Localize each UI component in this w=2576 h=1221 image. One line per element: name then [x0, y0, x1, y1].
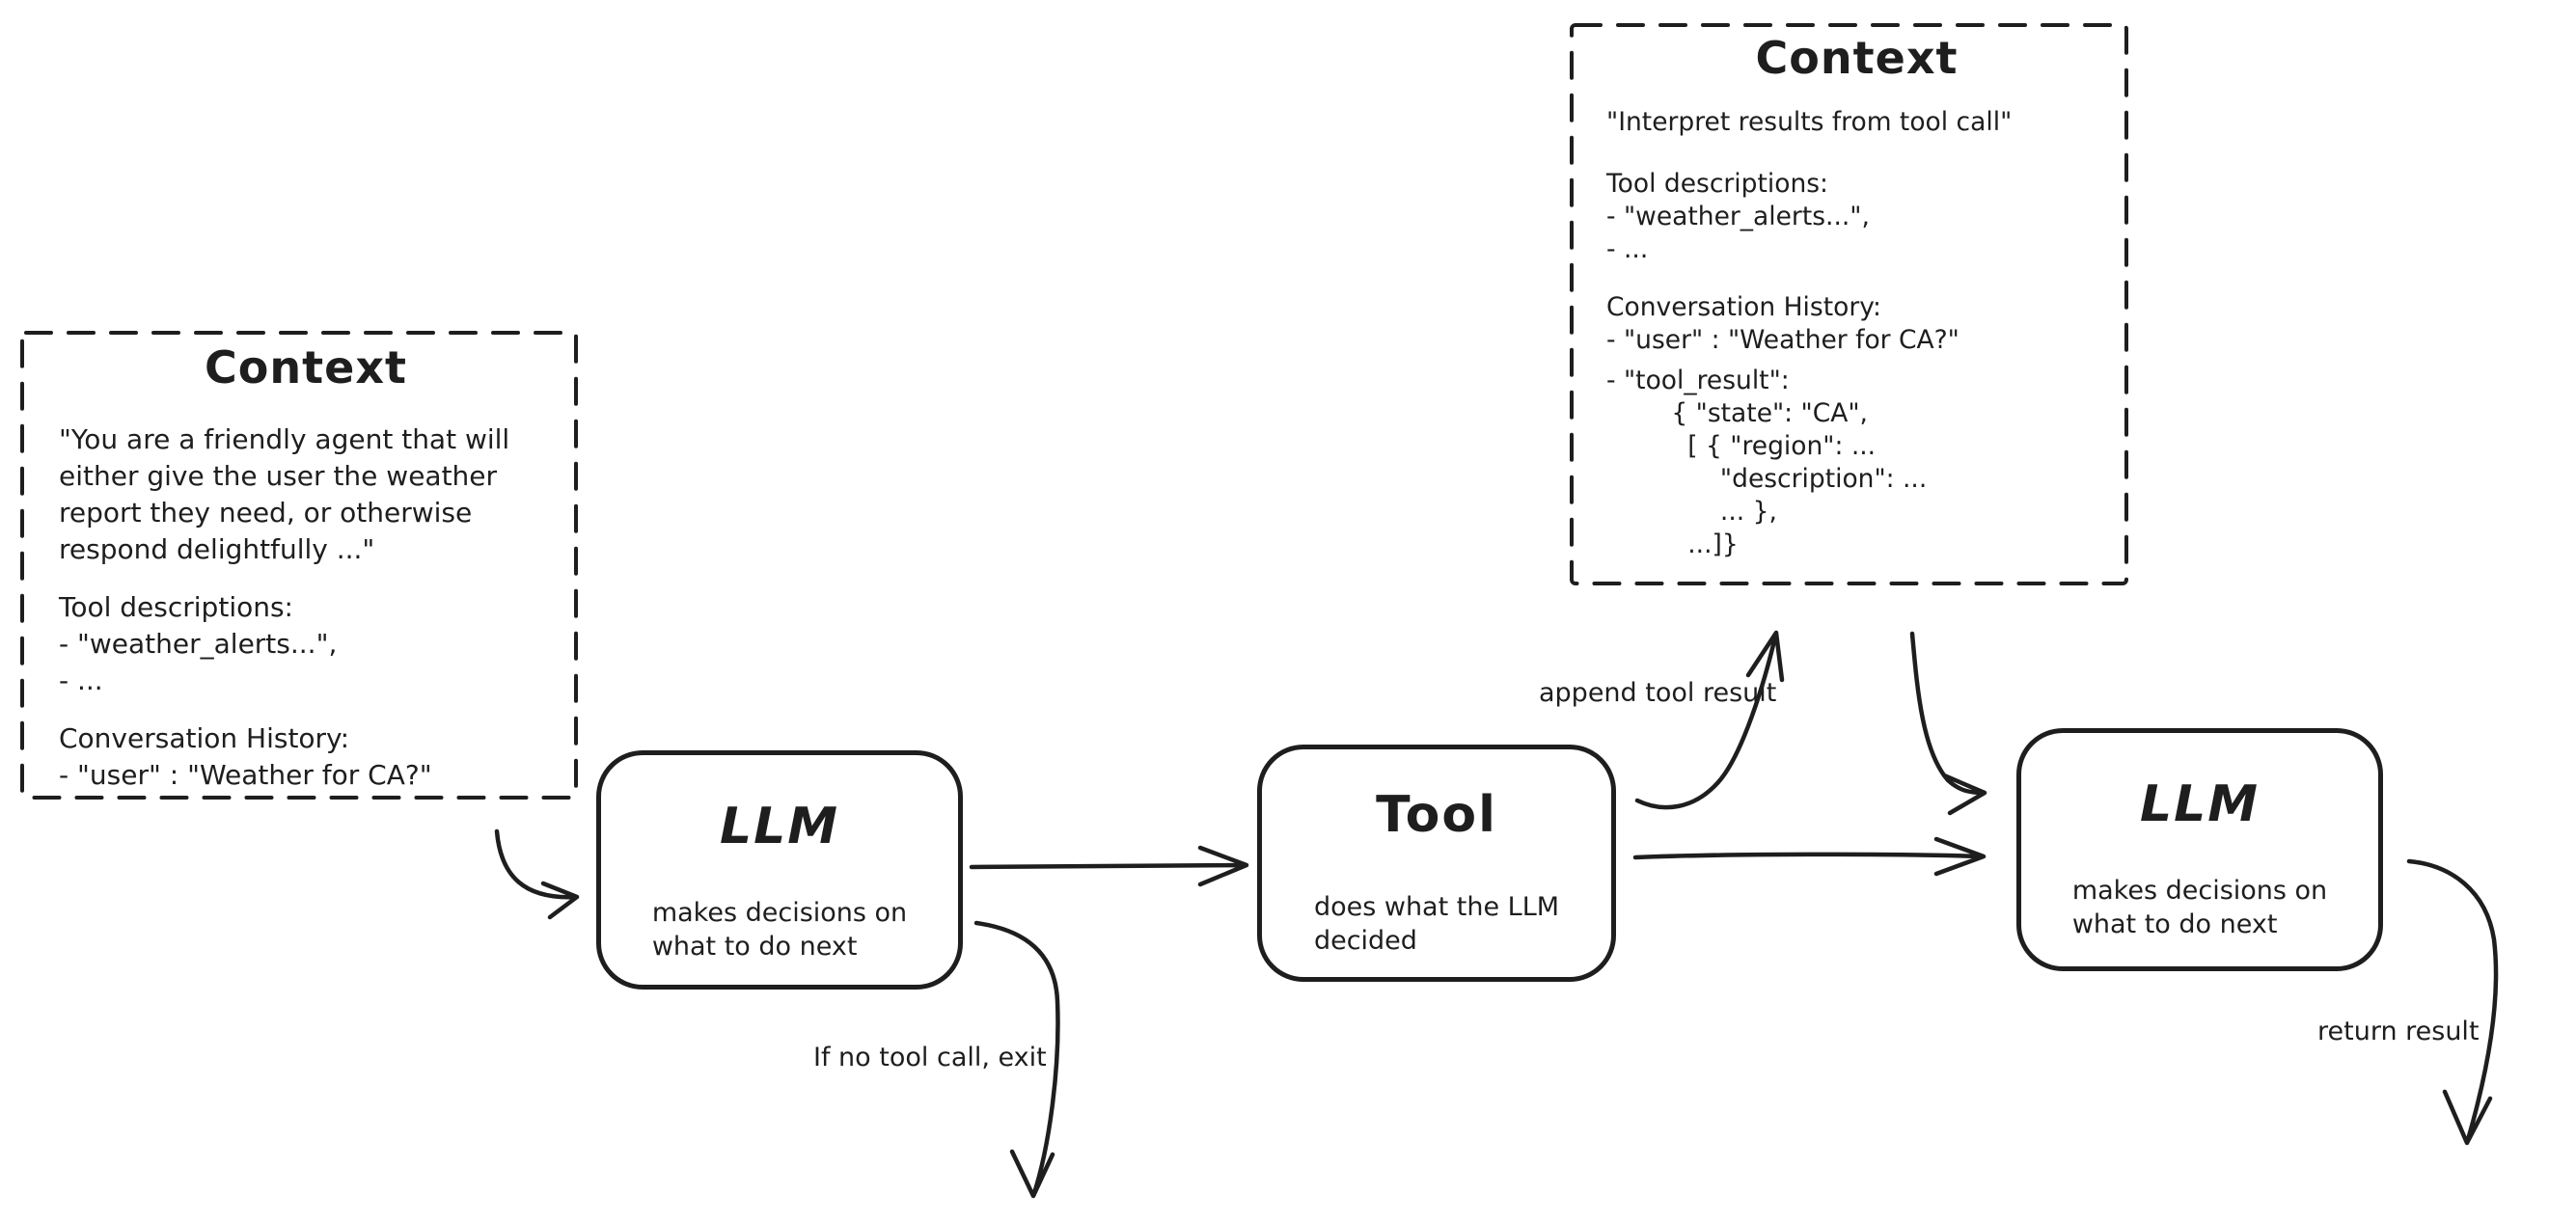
node-llm-first[interactable]: LLM makes decisions on what to do next: [596, 750, 963, 990]
context-box-left[interactable]: Context "You are a friendly agent that w…: [20, 331, 578, 800]
tool-result-json-line: [ { "region": ...: [1606, 431, 1877, 461]
conversation-history-heading: Conversation History:: [59, 722, 350, 754]
conversation-history-item: - "tool_result":: [1606, 366, 1790, 395]
system-prompt-line: respond delightfully ...": [59, 533, 375, 565]
arrow-llm1-to-tool[interactable]: [969, 845, 1249, 887]
tool-result-json-line: ... },: [1606, 497, 1777, 527]
label-no-tool-call-exit[interactable]: If no tool call, exit: [813, 1043, 1047, 1072]
arrow-llm2-return[interactable]: [2406, 858, 2499, 1146]
tool-description-item: - "weather_alerts...",: [1606, 202, 1870, 231]
context-instruction: "Interpret results from tool call": [1606, 107, 2013, 137]
system-prompt-line: either give the user the weather: [59, 460, 498, 492]
context-left-title: Context: [205, 341, 407, 393]
node-tool-subtitle: does what the LLM decided: [1313, 892, 1560, 956]
tool-result-json-line: { "state": "CA",: [1606, 398, 1868, 428]
tool-description-item: - "weather_alerts...",: [59, 628, 338, 660]
context-box-right[interactable]: Context "Interpret results from tool cal…: [1570, 23, 2128, 585]
tool-description-item: - ...: [1606, 234, 1649, 264]
arrow-tool-to-llm2[interactable]: [1632, 836, 1987, 877]
label-return-result[interactable]: return result: [2317, 1017, 2480, 1046]
node-tool[interactable]: Tool does what the LLM decided: [1257, 745, 1616, 982]
node-llm-second-subtitle: makes decisions on what to do next: [2071, 876, 2328, 939]
conversation-history-item: - "user" : "Weather for CA?": [59, 759, 432, 791]
context-right-title: Context: [1755, 32, 1959, 84]
arrow-context-to-llm1[interactable]: [494, 828, 580, 920]
tool-result-json-line: "description": ...: [1606, 464, 1928, 494]
conversation-history-heading: Conversation History:: [1606, 292, 1881, 322]
context-box-right-outline[interactable]: [1570, 23, 2128, 585]
tool-result-json-line: ...]}: [1606, 529, 1739, 559]
node-llm-second-title: LLM: [2139, 775, 2260, 833]
system-prompt-line: "You are a friendly agent that will: [59, 423, 510, 455]
context-box-left-outline[interactable]: [20, 331, 578, 800]
arrow-context-to-llm2[interactable]: [1909, 631, 1987, 816]
arrow-tool-to-context[interactable]: [1634, 630, 1785, 810]
tool-descriptions-heading: Tool descriptions:: [59, 591, 293, 623]
node-llm-first-subtitle: makes decisions on what to do next: [651, 898, 908, 962]
conversation-history-item: - "user" : "Weather for CA?": [1606, 325, 1959, 355]
node-llm-first-title: LLM: [719, 798, 839, 855]
arrow-llm1-exit[interactable]: [973, 920, 1060, 1199]
tool-description-item: - ...: [59, 665, 103, 696]
node-tool-title: Tool: [1376, 786, 1497, 844]
system-prompt-line: report they need, or otherwise: [59, 497, 473, 529]
label-append-tool-result[interactable]: append tool result: [1539, 678, 1777, 708]
tool-descriptions-heading: Tool descriptions:: [1606, 169, 1828, 199]
node-llm-second[interactable]: LLM makes decisions on what to do next: [2016, 728, 2383, 971]
